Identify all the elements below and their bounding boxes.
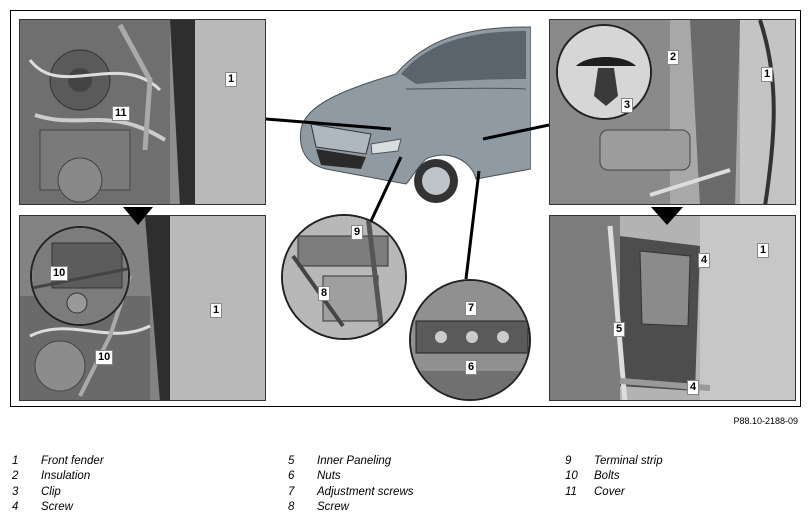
callout-5-inner-paneling: 5 xyxy=(613,322,626,337)
callout-2-insulation: 2 xyxy=(667,50,680,65)
legend-number: 6 xyxy=(288,470,295,483)
leader-line-insulation xyxy=(482,123,550,141)
legend-label: Inner Paneling xyxy=(317,455,392,467)
callout-6-nuts: 6 xyxy=(465,360,478,375)
detail-circle-terminal-strip xyxy=(281,214,407,340)
legend-number: 5 xyxy=(288,455,295,467)
legend-number: 1 xyxy=(12,455,19,467)
legend-number: 2 xyxy=(12,470,19,483)
legend-label: Bolts xyxy=(594,470,620,483)
callout-9-terminal-strip: 9 xyxy=(351,225,364,240)
photo-car xyxy=(286,19,532,204)
legend-label: Cover xyxy=(594,485,625,498)
callout-3-clip: 3 xyxy=(621,98,634,113)
callout-7-adjustment-screws: 7 xyxy=(465,301,478,316)
callout-1-front-fender: 1 xyxy=(210,303,223,318)
clip-illustration xyxy=(558,26,650,118)
photo-inner-paneling: 4 1 5 4 xyxy=(549,215,796,401)
legend-number: 8 xyxy=(288,500,295,513)
photo-engine-bay-cover: 1 11 xyxy=(19,19,266,205)
callout-1-front-fender: 1 xyxy=(225,72,238,87)
callout-1-front-fender: 1 xyxy=(761,67,774,82)
legend-number: 4 xyxy=(12,500,19,513)
terminal-strip-illustration xyxy=(283,216,405,338)
callout-4-screw: 4 xyxy=(687,380,700,395)
legend-label: Nuts xyxy=(317,470,341,483)
reference-code: P88.10-2188-09 xyxy=(733,416,798,426)
photo-engine-bay-bolts: 10 1 10 xyxy=(19,215,266,401)
callout-1-front-fender: 1 xyxy=(757,243,770,258)
leader-line-terminal-strip xyxy=(369,156,403,222)
legend-number: 10 xyxy=(565,470,578,483)
legend-number: 3 xyxy=(12,485,19,498)
callout-11-cover: 11 xyxy=(112,106,130,121)
leader-lines-overlay xyxy=(123,117,683,280)
figure-frame: 1 11 10 1 10 xyxy=(10,10,801,407)
detail-circle-bolts xyxy=(30,226,130,326)
callout-4-screw: 4 xyxy=(698,253,711,268)
legend-label: Terminal strip xyxy=(594,455,663,467)
legend-label: Screw xyxy=(317,500,349,513)
callout-8-screw: 8 xyxy=(318,286,331,301)
down-arrow-left xyxy=(123,207,153,225)
leader-line-engine-bay xyxy=(265,117,392,131)
detail-circle-adjustment-screws xyxy=(409,279,531,401)
legend-label: Adjustment screws xyxy=(317,485,414,498)
down-arrow-right xyxy=(651,207,683,225)
engine-bay-illustration xyxy=(20,20,265,204)
detail-circle-clip xyxy=(556,24,652,120)
callout-10-bolts: 10 xyxy=(95,350,114,365)
car-illustration xyxy=(299,26,532,203)
legend-label: Front fender xyxy=(41,455,104,467)
legend-label: Clip xyxy=(41,485,61,498)
inner-paneling-illustration xyxy=(550,216,795,400)
photo-insulation-clip: 2 1 3 xyxy=(549,19,796,205)
legend-number: 11 xyxy=(565,485,577,498)
callout-10-bolts-detail: 10 xyxy=(50,266,69,281)
leader-line-adjustment xyxy=(464,170,481,280)
legend-label: Screw xyxy=(41,500,73,513)
legend-number: 9 xyxy=(565,455,572,467)
adjustment-screws-illustration xyxy=(411,281,529,399)
legend-label: Insulation xyxy=(41,470,91,483)
legend-number: 7 xyxy=(288,485,295,498)
